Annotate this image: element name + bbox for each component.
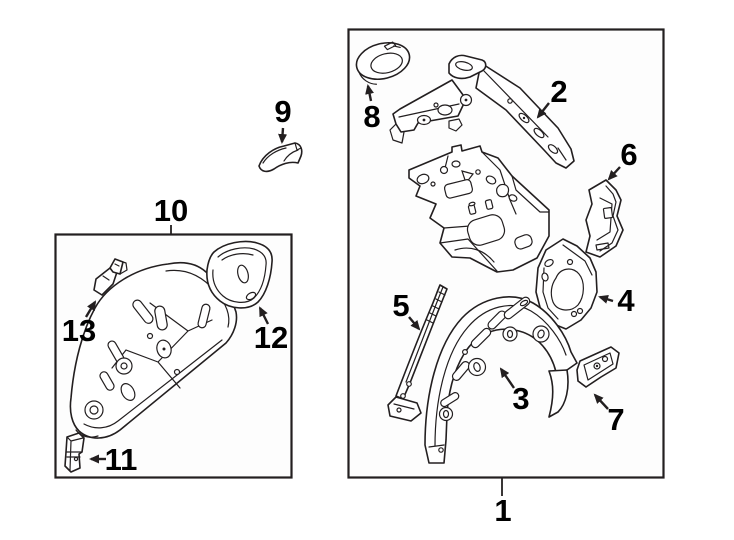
callout-3-arrow xyxy=(499,367,515,389)
part-12-panel xyxy=(206,240,273,309)
callout-5-arrow xyxy=(408,316,421,331)
callout-2-label[interactable]: 2 xyxy=(550,74,567,109)
callout-6-arrow xyxy=(607,166,621,181)
callout-8-arrow xyxy=(365,84,374,102)
callout-12-label[interactable]: 12 xyxy=(254,320,288,355)
part-2-rail xyxy=(389,54,575,169)
callout-10-label[interactable]: 10 xyxy=(154,193,188,228)
part-13-bracket xyxy=(93,258,128,296)
callout-7-label[interactable]: 7 xyxy=(607,402,624,437)
callout-1-label[interactable]: 1 xyxy=(494,493,511,528)
callout-12-arrow xyxy=(258,306,270,325)
callout-13: 13 xyxy=(62,300,97,348)
callout-5-label[interactable]: 5 xyxy=(392,288,409,323)
callout-9-label[interactable]: 9 xyxy=(274,94,291,129)
callout-13-label[interactable]: 13 xyxy=(62,313,96,348)
part-11-bracket xyxy=(64,432,85,473)
part-5-reinforcement xyxy=(387,284,448,422)
part-3-wheelhouse-arch xyxy=(424,296,578,464)
quarter-inner-panel xyxy=(408,144,550,273)
callout-8-label[interactable]: 8 xyxy=(363,99,380,134)
part-4-panel xyxy=(535,238,598,330)
callout-7: 7 xyxy=(593,393,625,437)
callout-2-arrow xyxy=(536,102,550,119)
callout-1: 1 xyxy=(494,478,512,528)
callout-6-label[interactable]: 6 xyxy=(620,137,637,172)
callout-4-arrow xyxy=(598,295,614,304)
callout-12: 12 xyxy=(254,306,288,355)
callout-3-label[interactable]: 3 xyxy=(512,381,529,416)
part-9-bracket xyxy=(258,142,303,173)
callout-11-label[interactable]: 11 xyxy=(105,442,138,477)
callout-4-label[interactable]: 4 xyxy=(617,283,635,318)
callout-8: 8 xyxy=(363,84,381,134)
callout-6: 6 xyxy=(607,137,638,181)
callout-11: 11 xyxy=(89,442,138,477)
callout-4: 4 xyxy=(598,283,635,318)
callout-3: 3 xyxy=(499,367,530,416)
callout-7-arrow xyxy=(593,393,609,410)
callout-10: 10 xyxy=(154,193,188,235)
callout-13-arrow xyxy=(84,300,97,318)
part-6-bracket xyxy=(585,179,624,258)
callout-9: 9 xyxy=(274,94,292,144)
callout-9-arrow xyxy=(278,127,288,144)
callout-2: 2 xyxy=(536,74,568,119)
part-7-bracket xyxy=(576,346,620,388)
callout-5: 5 xyxy=(392,288,421,331)
part-8-grommet xyxy=(355,41,411,85)
